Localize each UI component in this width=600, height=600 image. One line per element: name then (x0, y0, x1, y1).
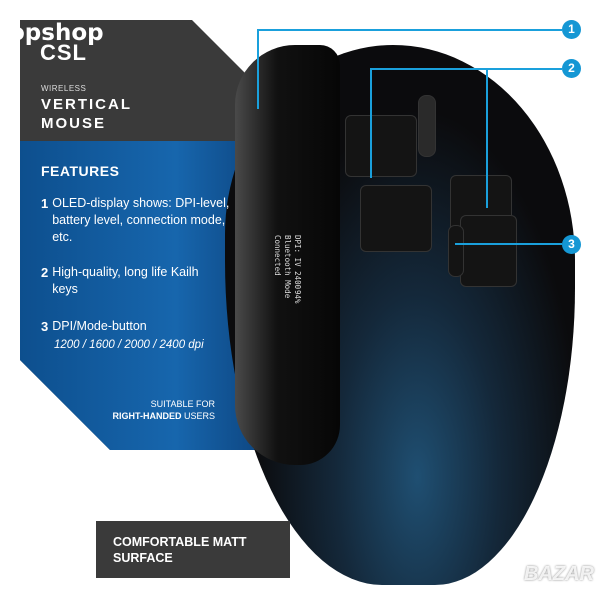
csl-logo: CSL (40, 40, 87, 65)
callout-line-1-drop (257, 29, 259, 109)
scroll-wheel (418, 95, 436, 157)
mouse-top (235, 45, 340, 465)
dpi-mode-button (448, 225, 464, 277)
callout-2: 2 (562, 59, 581, 78)
dpi-values: 1200 / 1600 / 2000 / 2400 dpi (54, 339, 204, 351)
product-subtitle: WIRELESS (41, 84, 87, 93)
topshop-watermark: topshop (0, 20, 104, 46)
callout-line-2-drop-b (486, 68, 488, 208)
callout-line-3 (455, 243, 562, 245)
callout-line-2 (370, 68, 562, 70)
callout-3: 3 (562, 235, 581, 254)
side-key (460, 215, 517, 287)
callout-1: 1 (562, 20, 581, 39)
features-heading: FEATURES (41, 163, 120, 179)
callout-line-2-drop-a (370, 68, 372, 178)
callout-line-1 (257, 29, 562, 31)
left-key-lower (360, 185, 432, 252)
bazar-watermark: BAZAR (524, 563, 594, 585)
left-key (345, 115, 417, 177)
surface-label: COMFORTABLE MATT SURFACE (96, 521, 290, 578)
